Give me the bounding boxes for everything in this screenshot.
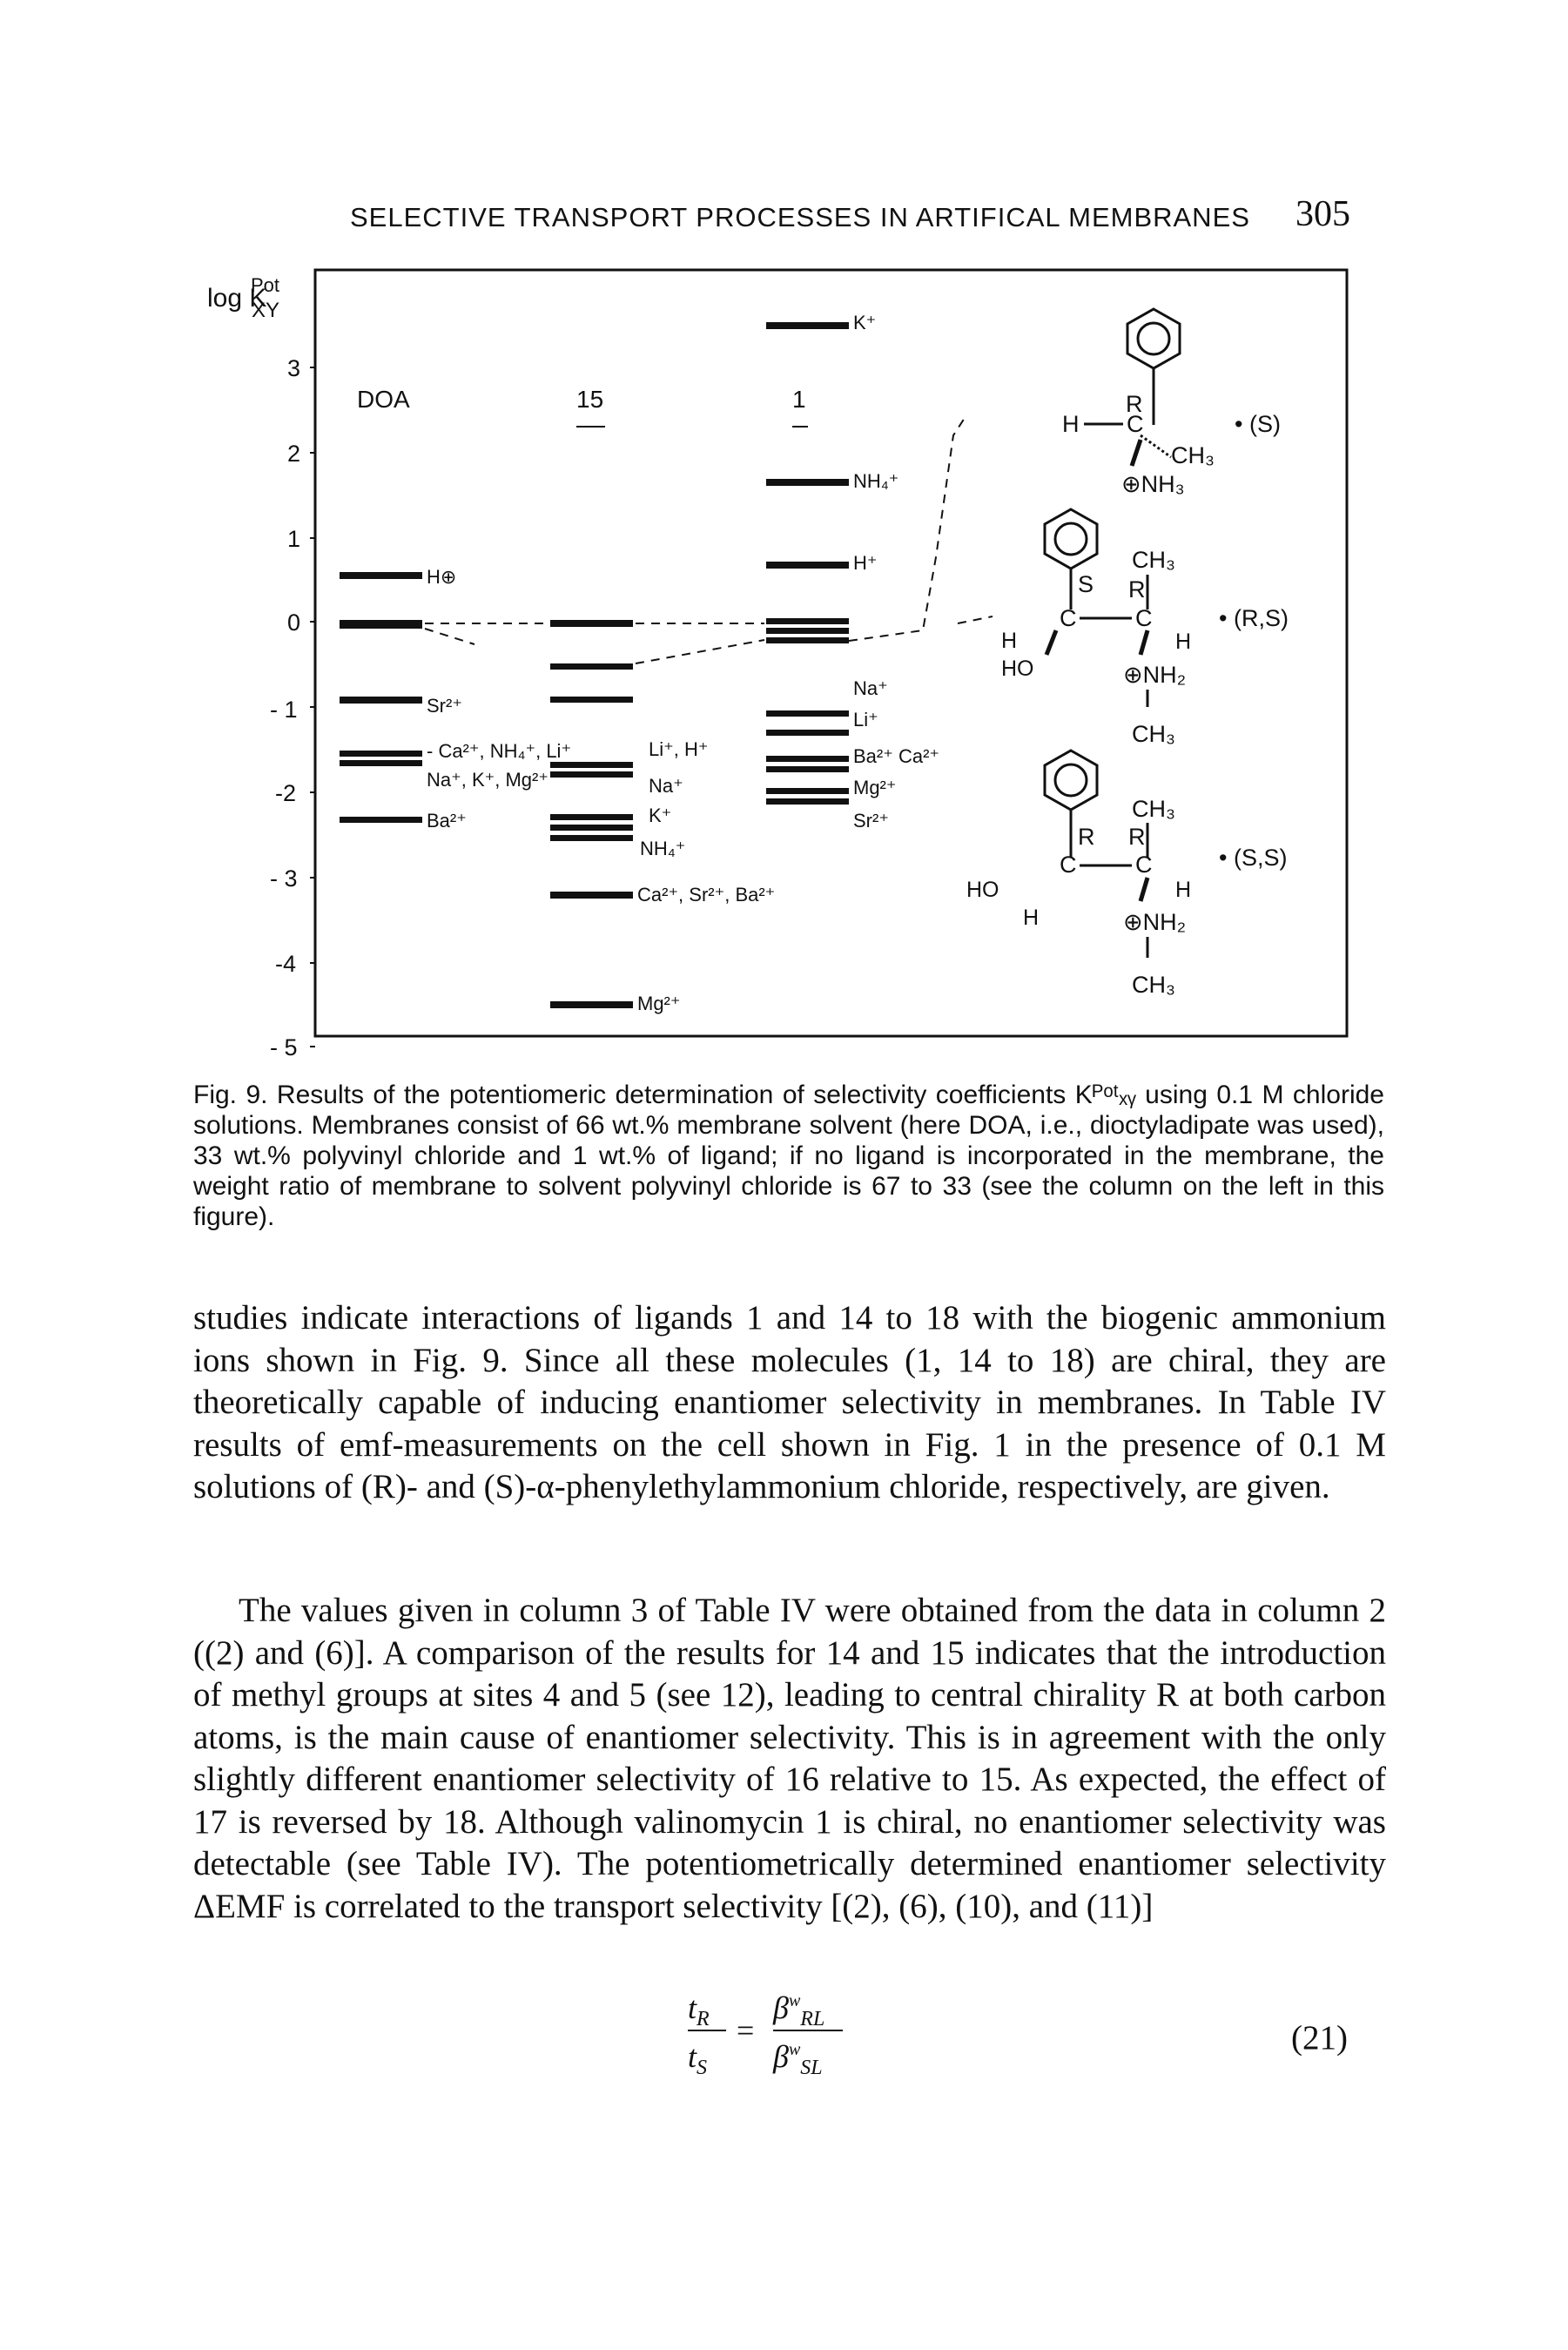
eq-lhs-denominator: tS (688, 2039, 708, 2079)
l15-label-ca-sr-ba: Ca²⁺, Sr²⁺, Ba²⁺ (637, 884, 775, 906)
svg-text:CH₃: CH₃ (1132, 972, 1175, 998)
svg-text:⊕NH₂: ⊕NH₂ (1123, 662, 1186, 688)
running-title: SELECTIVE TRANSPORT PROCESSES IN ARTIFIC… (350, 202, 1250, 232)
y-tick-neg3: - 3 (270, 865, 298, 892)
y-tick-marks (310, 367, 315, 1047)
l1-label-mg: Mg²⁺ (853, 777, 897, 798)
l1-label-na: Na⁺ (853, 677, 888, 699)
l1-label-li: Li⁺ (853, 709, 878, 731)
svg-text:CH₃: CH₃ (1171, 442, 1215, 468)
svg-text:CH₃: CH₃ (1132, 547, 1175, 573)
y-axis-label-sub: XY (252, 299, 279, 322)
svg-text:H: H (1001, 629, 1017, 653)
y-tick-0: 0 (287, 609, 300, 636)
config-ss: • (S,S) (1219, 845, 1287, 871)
doa-label-h: H⊕ (427, 566, 456, 588)
dashed-connectors (424, 417, 993, 664)
equation-21: tR tS = βwRL βwSL (688, 1990, 879, 2094)
svg-text:R: R (1078, 824, 1095, 850)
svg-text:CH₃: CH₃ (1132, 796, 1175, 822)
svg-text:C: C (1127, 411, 1144, 437)
eq-rhs-numerator: βwRL (773, 1990, 825, 2030)
doa-labels: H⊕ Sr²⁺ - Ca²⁺, NH₄⁺, Li⁺ Na⁺, K⁺, Mg²⁺ … (427, 566, 571, 832)
y-tick-3: 3 (287, 355, 300, 381)
svg-text:HO: HO (1001, 657, 1034, 681)
eq-rhs-denominator: βwSL (773, 2039, 823, 2079)
ligand15-bars (550, 620, 633, 1008)
svg-text:S: S (1078, 571, 1094, 597)
doa-label-ba: Ba²⁺ (427, 810, 467, 832)
svg-text:C: C (1060, 605, 1077, 631)
l1-label-k: K⁺ (853, 312, 876, 333)
doa-label-ca-nh4-li: - Ca²⁺, NH₄⁺, Li⁺ (427, 740, 571, 762)
svg-text:HO: HO (966, 878, 999, 902)
ligand1-labels: K⁺ NH₄⁺ H⁺ Na⁺ Li⁺ Ba²⁺ Ca²⁺ Mg²⁺ Sr²⁺ (853, 312, 939, 832)
l1-label-h: H⁺ (853, 552, 878, 574)
l15-label-na: Na⁺ (649, 775, 683, 797)
y-tick-2: 2 (287, 441, 300, 467)
structure-ss: CH₃ R R C C HO H H ⊕NH₂ CH₃ • (S,S) (966, 749, 1287, 998)
svg-text:C: C (1135, 605, 1153, 631)
config-rs: • (R,S) (1219, 605, 1289, 631)
body-paragraph-2: The values given in column 3 of Table IV… (193, 1592, 1386, 1925)
y-tick-labels: 3 2 1 0 - 1 -2 - 3 -4 - 5 (270, 355, 300, 1061)
figure-9: log K Pot XY 3 2 1 0 - 1 -2 - 3 -4 - 5 D… (207, 268, 1349, 1061)
y-tick-neg5: - 5 (270, 1034, 298, 1061)
y-tick-1: 1 (287, 526, 300, 552)
svg-text:R: R (1126, 391, 1143, 417)
eq-equals: = (737, 2013, 755, 2048)
config-s: • (S) (1235, 411, 1281, 437)
ligand15-labels: Li⁺, H⁺ Na⁺ K⁺ NH₄⁺ Ca²⁺, Sr²⁺, Ba²⁺ Mg²… (637, 738, 775, 1014)
l1-label-sr: Sr²⁺ (853, 810, 889, 832)
y-axis-label: log K (207, 284, 266, 313)
structure-s: R H C CH₃ ⊕NH₃ • (S) (1062, 307, 1281, 497)
eq-lhs-numerator: tR (688, 1990, 710, 2030)
ligand1-bars (766, 322, 849, 805)
l1-label-nh4: NH₄⁺ (853, 470, 898, 492)
body-paragraph-1: studies indicate interactions of ligands… (193, 1299, 1386, 1505)
svg-text:H: H (1175, 878, 1191, 902)
heading-15: 15 (576, 386, 603, 413)
doa-label-na-k-mg: Na⁺, K⁺, Mg²⁺ (427, 769, 548, 791)
svg-text:H: H (1062, 411, 1080, 437)
heading-doa: DOA (357, 386, 410, 413)
svg-text:⊕NH₃: ⊕NH₃ (1121, 471, 1185, 497)
svg-text:CH₃: CH₃ (1132, 721, 1175, 747)
l15-label-nh4: NH₄⁺ (640, 838, 685, 859)
l15-label-mg: Mg²⁺ (637, 993, 681, 1014)
svg-text:H: H (1023, 906, 1039, 930)
y-tick-neg4: -4 (275, 951, 296, 977)
svg-text:C: C (1060, 852, 1077, 878)
structure-rs: CH₃ S R C C H H HO ⊕NH₂ CH₃ • (R,S) (1001, 508, 1289, 747)
l1-label-ba-ca: Ba²⁺ Ca²⁺ (853, 745, 939, 767)
page-number: 305 (1295, 194, 1350, 234)
plot-frame (313, 268, 1349, 1038)
heading-1: 1 (792, 386, 806, 413)
svg-text:R: R (1128, 824, 1146, 850)
y-axis-label-sup: Pot (251, 274, 279, 296)
y-tick-neg2: -2 (275, 780, 296, 806)
doa-label-sr: Sr²⁺ (427, 695, 462, 717)
svg-text:H: H (1175, 630, 1191, 654)
svg-text:R: R (1128, 576, 1146, 603)
doa-bars (340, 572, 422, 823)
svg-text:C: C (1135, 852, 1153, 878)
figure-caption: Fig. 9. Results of the potentiomeric det… (193, 1081, 1384, 1231)
svg-text:⊕NH₂: ⊕NH₂ (1123, 909, 1186, 935)
l15-label-k: K⁺ (649, 805, 671, 826)
y-tick-neg1: - 1 (270, 697, 298, 723)
l15-label-li-h: Li⁺, H⁺ (649, 738, 708, 760)
equation-number: (21) (1291, 2019, 1348, 2057)
